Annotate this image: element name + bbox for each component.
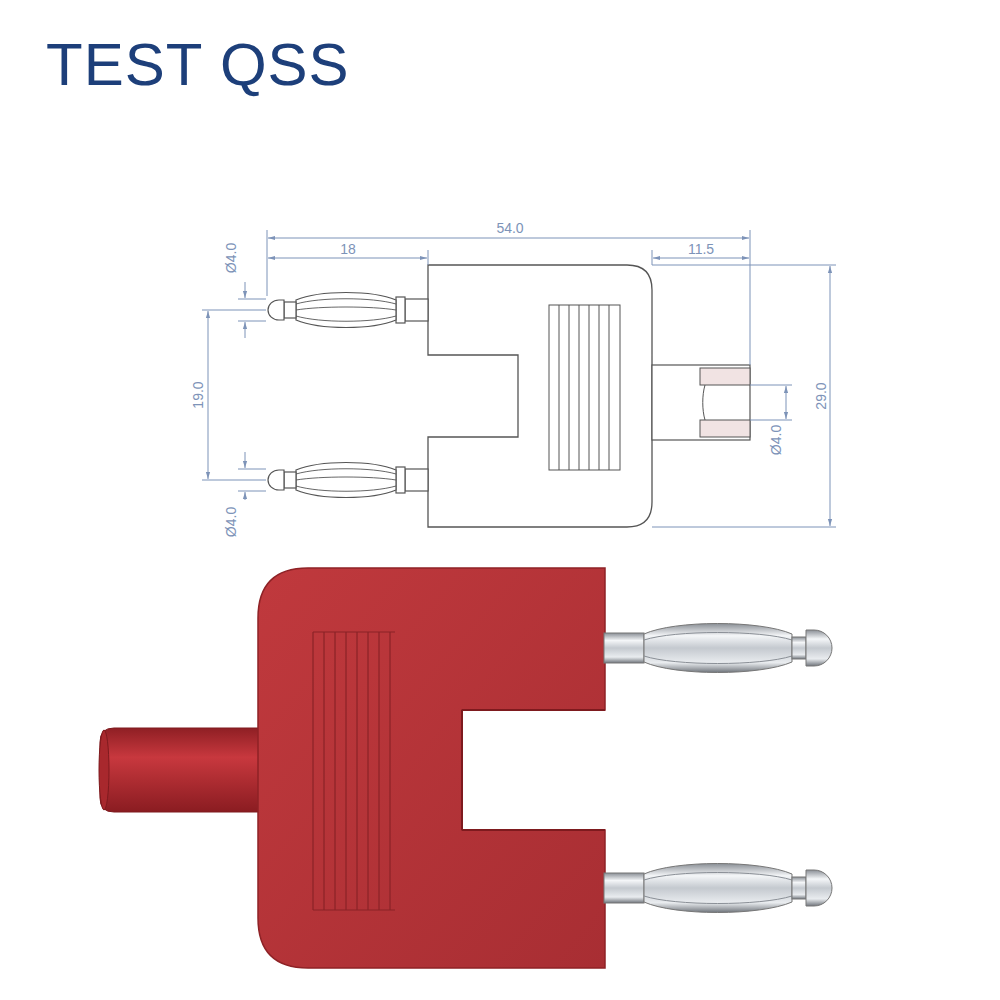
dimension-label: Ø4.0 [223,241,239,275]
dimension-label: Ø4.0 [223,505,239,539]
dimension-label: 29.0 [813,380,829,411]
dimension-label: 54.0 [494,220,525,236]
dimension-label: 19.0 [190,379,206,410]
dimension-label: 18 [338,241,358,257]
brand-title: TEST QSS [46,30,350,99]
dimension-label: Ø4.0 [768,423,784,457]
dimension-label: 11.5 [686,241,716,257]
